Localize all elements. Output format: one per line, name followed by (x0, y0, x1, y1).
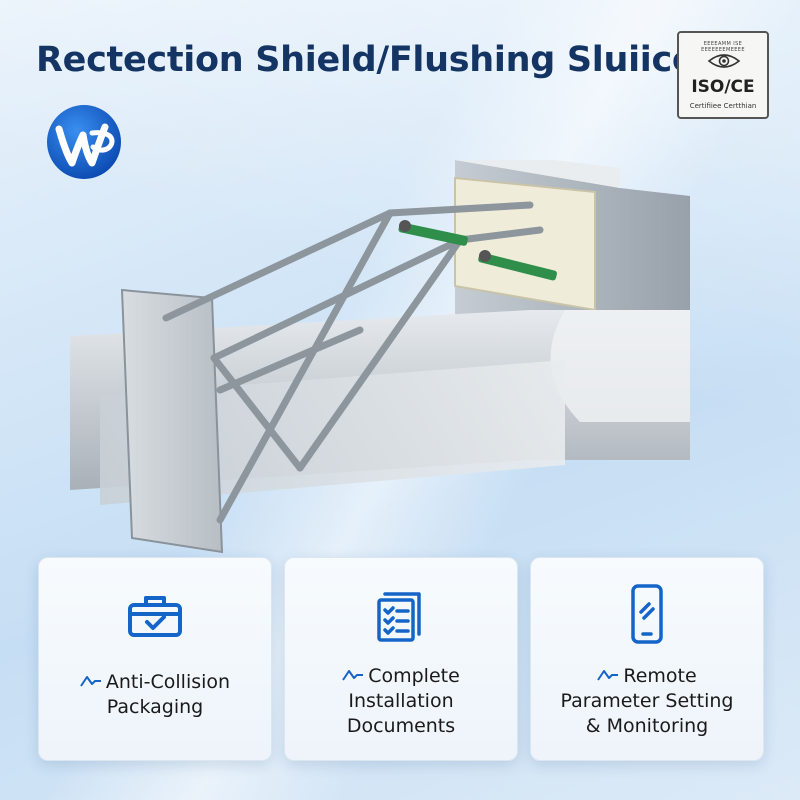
feature-line-1: Complete (295, 664, 507, 689)
wave-bullet-icon (342, 670, 364, 681)
shield-gate-plate (120, 288, 224, 554)
channel-curved-end (550, 310, 690, 422)
feature-line-3: & Monitoring (585, 715, 709, 737)
smartphone-icon (631, 584, 663, 644)
feature-label: Anti-Collision Packaging (49, 670, 261, 720)
feature-card-remote-monitoring: Remote Parameter Setting & Monitoring (530, 557, 764, 761)
feature-card-anti-collision-packaging: Anti-Collision Packaging (38, 557, 272, 761)
feature-label: Complete Installation Documents (295, 664, 507, 739)
eye-emblem-icon (707, 54, 741, 68)
sluice-gate-illustration (70, 160, 690, 554)
feature-line-1: Remote (541, 664, 753, 689)
motor-housing (454, 176, 596, 312)
certificate-mark: ISO/CE (691, 77, 755, 97)
certificate-arc-text: EEEEAMM ISE EEEEEEEMEEEE (701, 41, 745, 53)
rear-block-top (455, 160, 620, 188)
feature-line-2: Packaging (106, 696, 204, 718)
hydraulic-cylinders (398, 220, 557, 281)
toolbox-check-icon (128, 596, 182, 637)
gate-frame-arms (162, 201, 544, 524)
wave-bullet-icon (80, 676, 101, 687)
feature-label: Remote Parameter Setting & Monitoring (541, 664, 753, 739)
feature-line-2: Parameter Setting (560, 690, 734, 712)
iso-ce-certificate-badge: EEEEAMM ISE EEEEEEEMEEEE ISO/CE Certifii… (677, 31, 769, 119)
document-checklist-icon (377, 592, 421, 642)
feature-line-3: Documents (346, 715, 456, 737)
brand-logo (47, 105, 121, 179)
feature-line-1: Anti-Collision (49, 670, 261, 695)
feature-line-2: Installation (348, 690, 454, 712)
wave-bullet-icon (597, 670, 619, 681)
feature-card-installation-documents: Complete Installation Documents (284, 557, 518, 761)
page-title: Rectection Shield/Flushing Sluiice (36, 40, 696, 80)
certificate-caption: Certifiiee Certthian (689, 102, 757, 110)
